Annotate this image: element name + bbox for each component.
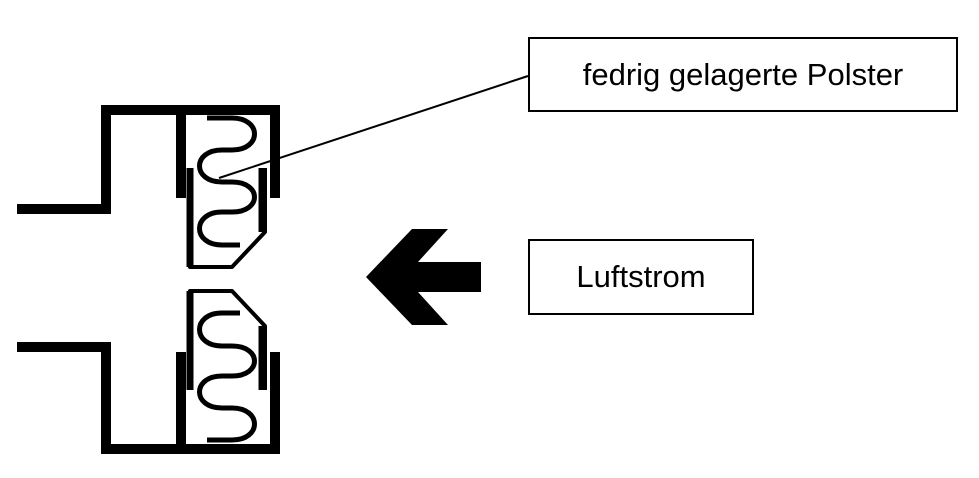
upper-spring — [197, 115, 257, 248]
airflow-label: Luftstrom — [576, 259, 706, 294]
lower-duct-wall — [17, 342, 280, 454]
airflow-label-box: Luftstrom — [528, 239, 754, 315]
lower-spring — [197, 310, 257, 443]
upper-duct-wall — [17, 105, 280, 214]
polster-label-box: fedrig gelagerte Polster — [528, 37, 958, 112]
polster-label: fedrig gelagerte Polster — [582, 56, 904, 92]
leader-line — [218, 75, 529, 179]
airflow-arrow-icon — [366, 229, 481, 325]
